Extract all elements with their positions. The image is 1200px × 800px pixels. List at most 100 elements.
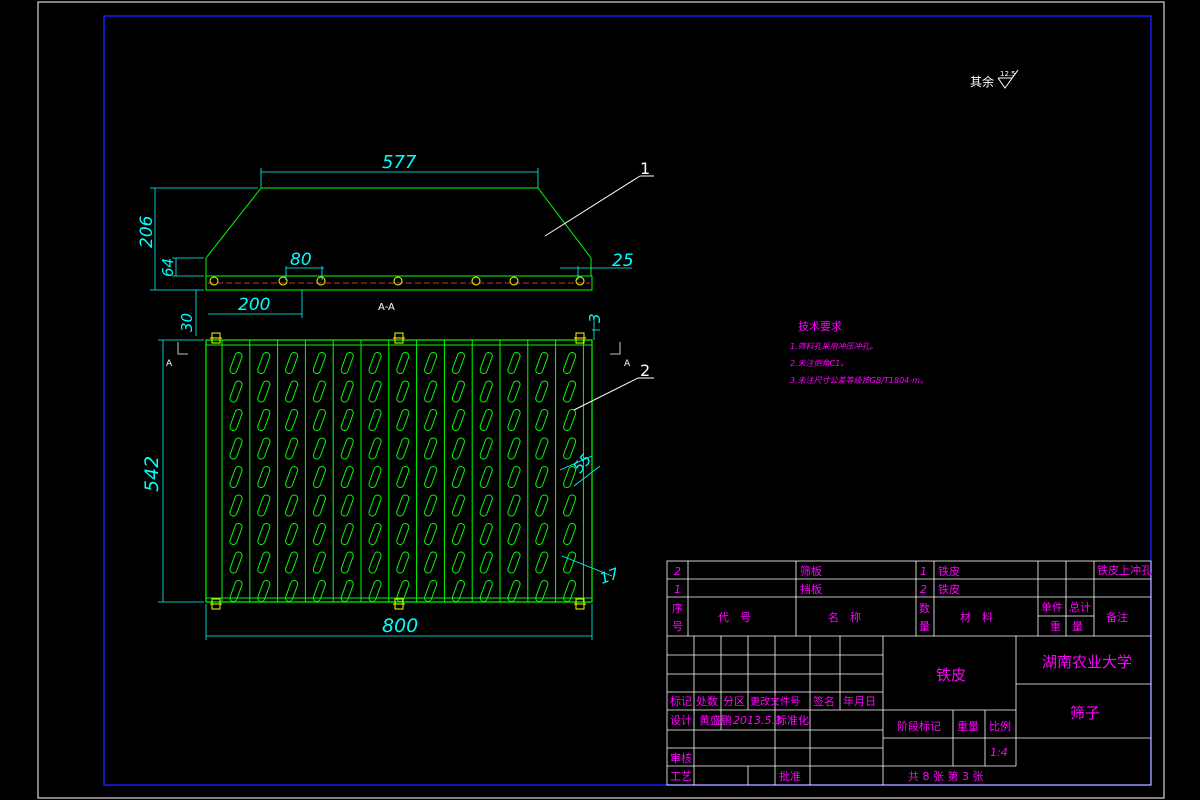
sieve-slot: [424, 522, 438, 546]
part-row-1-note: 铁皮上冲孔: [1097, 563, 1152, 577]
sieve-slot: [312, 351, 326, 375]
sieve-slot: [312, 551, 326, 574]
sieve-slot: [229, 351, 243, 375]
flange-hole: [278, 276, 288, 286]
header-name: 名 称: [828, 610, 861, 624]
sieve-slot: [451, 551, 465, 574]
sieve-slot: [312, 408, 326, 432]
sieve-slot: [340, 408, 354, 432]
part-row-1-material: 铁皮: [938, 565, 960, 578]
sieve-slot: [507, 551, 521, 574]
sieve-slot: [535, 465, 549, 489]
sieve-slot: [312, 522, 326, 546]
sieve-slot: [479, 437, 493, 460]
sieve-slot: [507, 351, 521, 375]
sieve-slot: [535, 551, 549, 574]
header-qty-b: 量: [919, 620, 930, 633]
callout-1: 1: [640, 159, 650, 178]
flange-holes: [209, 276, 585, 286]
sieve-slot: [479, 380, 493, 403]
sieve-slot: [424, 551, 438, 574]
header-unit: 单件: [1041, 601, 1063, 614]
sieve-slot: [535, 579, 549, 603]
sieve-slot: [257, 494, 271, 517]
sieve-slot: [396, 351, 410, 375]
sieve-slot: [368, 551, 382, 574]
sieve-slot: [285, 494, 299, 517]
sieve-slot: [424, 437, 438, 460]
part-row-1-qty: 1: [920, 565, 927, 578]
change-col-count: 处数: [696, 695, 718, 708]
sieve-slot: [285, 579, 299, 603]
section-mark-left: A: [166, 359, 173, 369]
dim-edge: 25: [612, 251, 634, 271]
tech-req-title: 技术要求: [798, 320, 842, 333]
roughness-symbol: [997, 69, 1019, 89]
sieve-slot: [312, 380, 326, 403]
sieve-slot: [285, 551, 299, 574]
flange-hole: [209, 276, 219, 286]
part-row-2-seq: 1: [674, 583, 681, 596]
sheet-border: [103, 15, 1152, 786]
sieve-slot: [368, 522, 382, 546]
scale-label: 比例: [989, 719, 1011, 733]
sieve-slot: [340, 579, 354, 603]
flange-hole: [316, 276, 326, 286]
sieve-slot: [368, 408, 382, 432]
title-block: [666, 560, 1152, 786]
sieve-slot: [285, 522, 299, 546]
sieve-slot: [229, 408, 243, 432]
sieve-slot: [507, 465, 521, 489]
sieve-slot: [396, 380, 410, 403]
sieve-slot: [368, 437, 382, 460]
sieve-slot: [507, 494, 521, 517]
sieve-slot: [368, 380, 382, 403]
sieve-slot: [396, 494, 410, 517]
sieve-slot: [229, 437, 243, 460]
sieve-slot: [285, 408, 299, 432]
header-seq-b: 号: [672, 620, 683, 633]
sieve-slot: [229, 522, 243, 546]
process-label: 工艺: [670, 770, 692, 783]
sieve-slot: [229, 380, 243, 403]
dim-inner-height: 64: [159, 258, 177, 277]
sieve-slot: [368, 465, 382, 489]
sieve-slot: [451, 465, 465, 489]
sieve-slot: [257, 522, 271, 546]
tech-req-line-1: 1.筛料孔采用冲压冲孔。: [790, 342, 878, 351]
sieve-slot: [535, 494, 549, 517]
callout-2-leader: [573, 377, 639, 411]
title-block-text: 2 筛板 1 铁皮 铁皮上冲孔 1 挡板 2 铁皮 序 号 代 号 名 称 数 …: [670, 563, 1152, 783]
header-total: 总计: [1069, 600, 1091, 614]
part-row-2-material: 铁皮: [938, 583, 960, 596]
design-label: 设计: [670, 714, 692, 727]
sieve-slot: [285, 465, 299, 489]
baffle-flange: [205, 275, 593, 291]
change-col-mark: 标记: [670, 694, 692, 708]
sieve-slot: [340, 351, 354, 375]
flange-hole: [509, 276, 519, 286]
sieve-slot: [535, 380, 549, 403]
header-material: 材 料: [960, 610, 993, 624]
sieve-slot: [507, 437, 521, 460]
top-dimensions: [150, 168, 632, 340]
dim-pitch: 80: [290, 250, 312, 270]
flange-hole: [471, 276, 481, 286]
sieve-slot: [451, 380, 465, 403]
dim-slot-gap: 17: [597, 564, 622, 588]
header-seq-a: 序: [672, 601, 683, 615]
baffle-outline: [205, 187, 592, 277]
sieve-slot: [479, 351, 493, 375]
sieve-slot: [563, 551, 577, 574]
sieve-slot: [368, 351, 382, 375]
flange-hole: [393, 276, 403, 286]
design-date: 2013.5.3: [733, 714, 782, 727]
callout-1-leader: [544, 175, 641, 237]
sieve-slot: [257, 579, 271, 603]
drawing-name: 筛子: [1070, 704, 1100, 722]
sieve-slot: [229, 465, 243, 489]
part-row-1-seq: 2: [674, 565, 681, 578]
change-col-date: 年月日: [843, 694, 876, 708]
sieve-slot: [285, 437, 299, 460]
sieve-slot: [396, 437, 410, 460]
